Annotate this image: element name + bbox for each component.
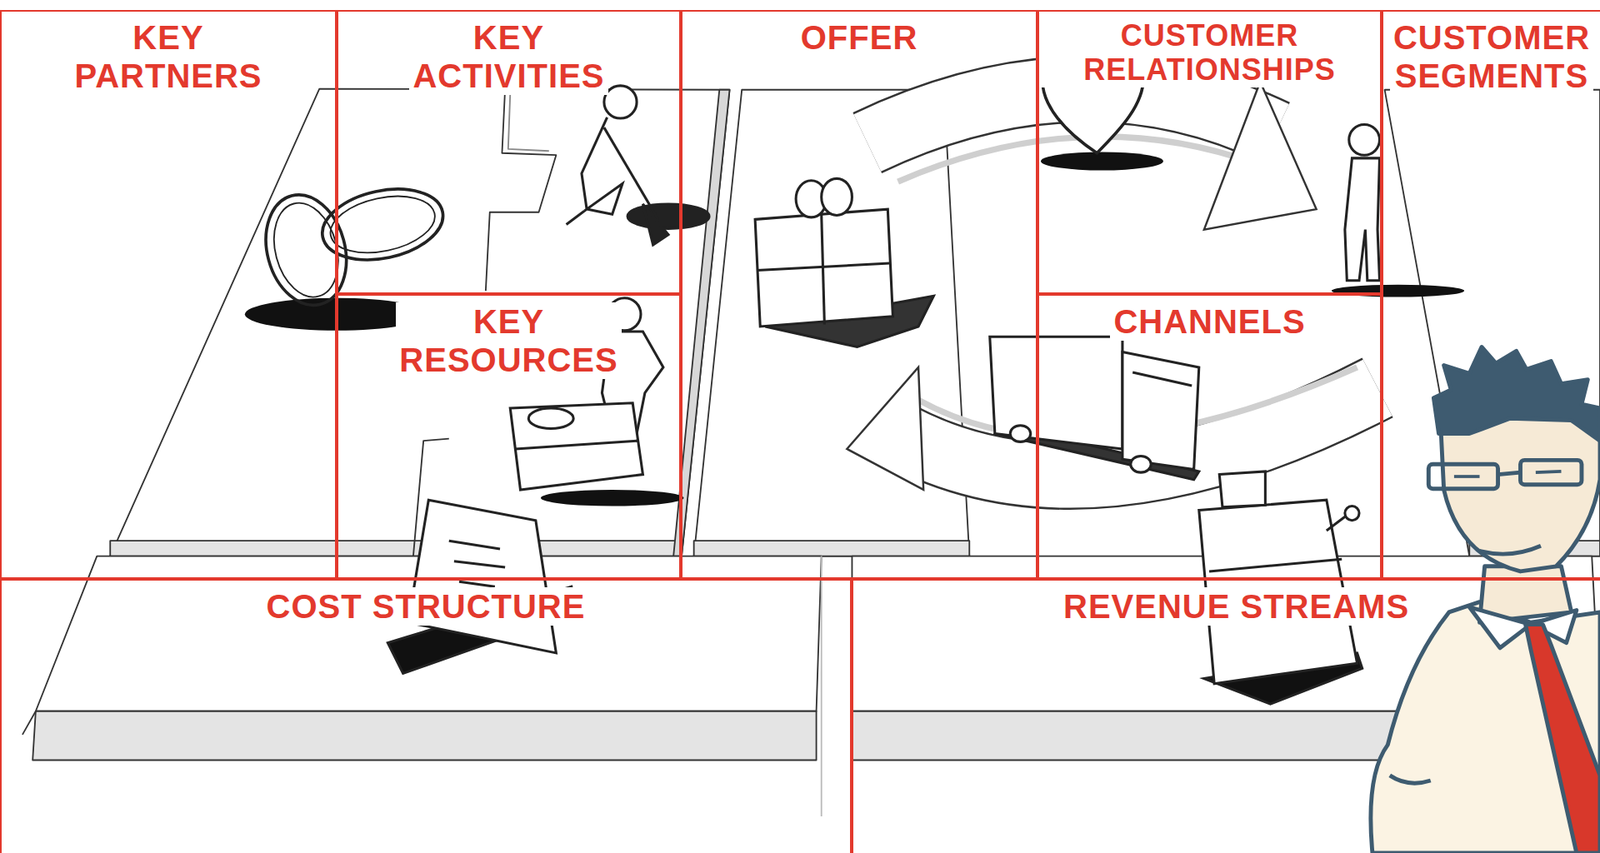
- block-heading: OFFER: [797, 18, 922, 57]
- digging-person-part: [642, 204, 669, 245]
- presenter-figure-part: [1433, 346, 1600, 441]
- resource-person-part: [528, 408, 574, 429]
- platform-part: [694, 540, 970, 556]
- presenter-figure-part: [1535, 471, 1562, 473]
- presenter-figure-part: [1520, 460, 1581, 485]
- gift-icon-part: [821, 214, 825, 325]
- platform-part: [22, 711, 36, 735]
- platform-part: [694, 90, 970, 557]
- block-heading: CHANNELS: [1110, 302, 1309, 341]
- platform-part: [485, 89, 556, 292]
- digging-person: [566, 85, 710, 245]
- block-heading: CUSTOMER SEGMENTS: [1390, 18, 1594, 95]
- loop-arrows-part: [846, 367, 924, 490]
- cash-register-icon-part: [1209, 559, 1342, 572]
- block-heading: COST STRUCTURE: [263, 587, 590, 626]
- canvas-block: KEY PARTNERS: [0, 10, 337, 580]
- canvas-block: KEY RESOURCES: [336, 294, 681, 580]
- block-heading: REVENUE STREAMS: [1060, 587, 1413, 626]
- truck-icon-part: [1122, 352, 1200, 470]
- digging-person-part: [566, 117, 623, 225]
- platform-part: [820, 556, 823, 817]
- platform: [22, 89, 1600, 817]
- platform-part: [508, 94, 550, 152]
- canvas-block: CHANNELS: [1037, 294, 1382, 580]
- document-icon-part: [408, 500, 557, 654]
- presenter-figure-part: [1480, 545, 1541, 555]
- rings-icon-part: [325, 187, 440, 262]
- presenter-figure-part: [1525, 625, 1600, 853]
- gift-icon-part: [755, 209, 893, 327]
- digging-person-part: [604, 85, 637, 119]
- block-heading: KEY PARTNERS: [70, 18, 265, 95]
- resource-person-part: [515, 440, 638, 450]
- loop-arrows-part: [898, 136, 1256, 182]
- presenter-figure-part: [1428, 464, 1498, 489]
- truck-icon: [990, 336, 1200, 480]
- loop-arrows-part: [1204, 81, 1317, 230]
- platform-part: [110, 89, 730, 557]
- truck-icon-part: [1132, 372, 1192, 386]
- presenter-figure-part: [1454, 475, 1480, 479]
- presenter-figure-part: [1498, 472, 1521, 475]
- truck-icon-part: [990, 336, 1123, 450]
- truck-icon-part: [1010, 425, 1030, 443]
- truck-icon-part: [1130, 456, 1151, 474]
- digging-person-part: [604, 127, 659, 220]
- gift-icon: [755, 178, 934, 347]
- canvas-block: KEY ACTIVITIES: [336, 10, 681, 295]
- platform-part: [110, 540, 682, 556]
- customer-person-part: [1349, 124, 1380, 155]
- presenter-figure-part: [1469, 607, 1530, 649]
- block-heading: KEY RESOURCES: [395, 302, 621, 380]
- cash-register-icon-part: [1219, 471, 1265, 508]
- resource-person-part: [540, 490, 684, 507]
- presenter-figure-part: [1390, 775, 1431, 784]
- block-heading: CUSTOMER RELATIONSHIPS: [1039, 18, 1380, 88]
- canvas-block: OFFER: [680, 10, 1038, 580]
- cash-register-icon-part: [1326, 515, 1347, 531]
- heart-icon-part: [1040, 152, 1164, 171]
- block-heading: KEY ACTIVITIES: [409, 18, 608, 95]
- platform-part: [32, 711, 816, 761]
- resource-person-part: [510, 403, 643, 490]
- customer-person: [1331, 124, 1465, 297]
- canvas-block: REVENUE STREAMS: [851, 579, 1600, 853]
- presenter-figure-part: [1370, 602, 1600, 853]
- loop-arrows: [846, 81, 1378, 490]
- presenter-figure-part: [1440, 414, 1600, 572]
- cash-register-icon-part: [1345, 506, 1360, 521]
- canvas-block: CUSTOMER RELATIONSHIPS: [1037, 10, 1382, 295]
- gift-icon-part: [821, 178, 853, 215]
- customer-person-part: [1345, 158, 1380, 281]
- canvas-block: COST STRUCTURE: [0, 579, 852, 853]
- canvas-block: CUSTOMER SEGMENTS: [1381, 10, 1600, 580]
- digging-person-part: [627, 204, 710, 229]
